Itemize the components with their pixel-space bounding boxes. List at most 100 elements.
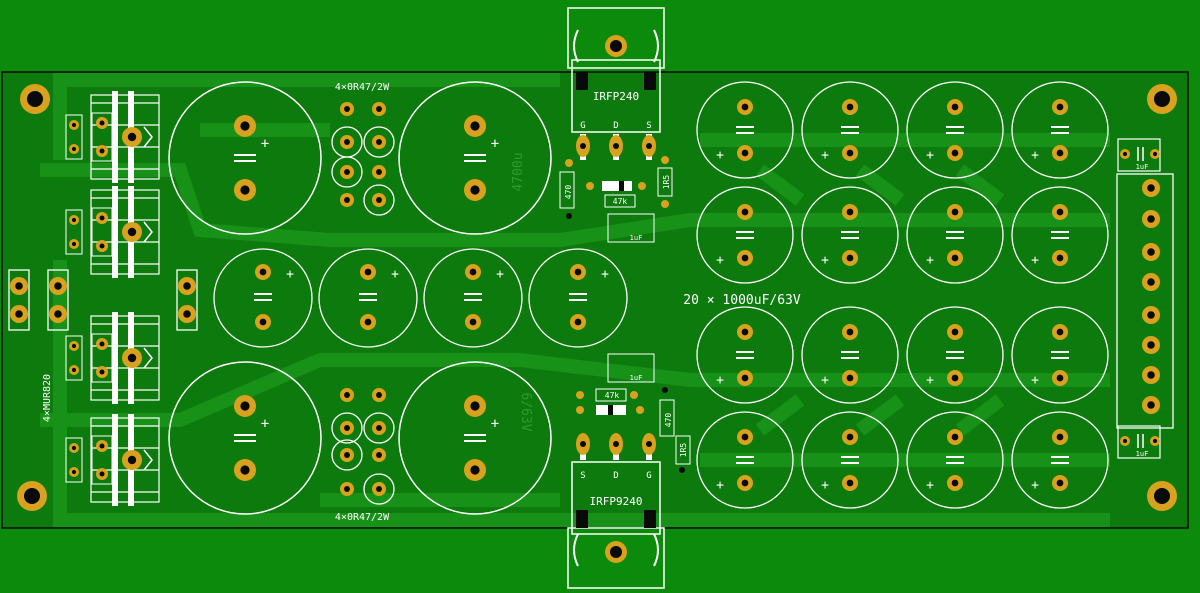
polarity-mark: + bbox=[261, 136, 269, 152]
filter-capacitor: + bbox=[398, 361, 552, 515]
bank-capacitor: + bbox=[801, 186, 899, 284]
bank-capacitor: + bbox=[801, 81, 899, 179]
power-resistor bbox=[340, 388, 386, 402]
bank-capacitor: + bbox=[1011, 411, 1109, 509]
mounting-hole bbox=[20, 84, 50, 114]
bank-capacitor: + bbox=[1011, 81, 1109, 179]
bypass-capacitor: 1uF bbox=[1117, 138, 1161, 172]
polarity-mark: + bbox=[491, 416, 499, 432]
filter-capacitor: + bbox=[398, 81, 552, 235]
polarity-mark: + bbox=[1031, 373, 1039, 388]
diode-with-heatsink bbox=[65, 186, 160, 278]
power-resistor bbox=[331, 156, 386, 188]
electrolytic-capacitor: + bbox=[213, 248, 313, 348]
polarity-mark: + bbox=[821, 253, 829, 268]
label-r1r5-bottom: 1R5 bbox=[679, 443, 688, 458]
bank-capacitor: + bbox=[696, 186, 794, 284]
bank-capacitor: + bbox=[696, 306, 794, 404]
bypass-capacitor-value: 1uF bbox=[1136, 450, 1149, 458]
board-outline bbox=[1, 71, 1189, 529]
label-c1uf-top: 1uF bbox=[630, 234, 643, 242]
diode-with-heatsink bbox=[65, 312, 160, 404]
diode-with-heatsink bbox=[65, 414, 160, 506]
polarity-mark: + bbox=[601, 267, 609, 282]
polarity-mark: + bbox=[286, 267, 294, 282]
bank-capacitor: + bbox=[696, 81, 794, 179]
electrolytic-capacitor: + bbox=[528, 248, 628, 348]
label-r470-bottom: 470 bbox=[664, 413, 673, 428]
big-filter-capacitors: + + + + bbox=[168, 81, 552, 515]
bypass-capacitor-value: 1uF bbox=[1136, 163, 1149, 171]
transistor-irfp9240 bbox=[567, 433, 665, 589]
label-resistors-top: 4×0R47/2W bbox=[335, 82, 390, 93]
label-r47k-top: 47k bbox=[613, 197, 628, 206]
power-resistor bbox=[340, 184, 395, 216]
bank-capacitor: + bbox=[906, 81, 1004, 179]
label-r47k-bottom: 47k bbox=[605, 391, 620, 400]
bank-capacitor: + bbox=[1011, 306, 1109, 404]
output-terminal-block: 1uF 1uF bbox=[1116, 138, 1174, 459]
power-resistor bbox=[340, 102, 386, 116]
polarity-mark: + bbox=[496, 267, 504, 282]
polarity-mark: + bbox=[926, 478, 934, 493]
bank-capacitor: + bbox=[801, 306, 899, 404]
polarity-mark: + bbox=[926, 373, 934, 388]
label-r1r5-top: 1R5 bbox=[662, 175, 671, 190]
polarity-mark: + bbox=[1031, 478, 1039, 493]
polarity-mark: + bbox=[716, 373, 724, 388]
mounting-hole bbox=[1147, 84, 1177, 114]
label-big-cap-bottom: 6/63V bbox=[518, 392, 533, 431]
power-resistor bbox=[331, 439, 386, 471]
connector-block bbox=[8, 269, 30, 331]
bank-capacitor: + bbox=[801, 411, 899, 509]
diode-with-heatsink bbox=[65, 91, 160, 183]
polarity-mark: + bbox=[926, 253, 934, 268]
label-irfp240: IRFP240 bbox=[593, 90, 639, 103]
bank-capacitor: + bbox=[696, 411, 794, 509]
bypass-capacitor: 1uF bbox=[1117, 425, 1161, 459]
connector-block bbox=[176, 269, 198, 331]
input-connectors bbox=[8, 269, 198, 331]
polarity-mark: + bbox=[1031, 253, 1039, 268]
bank-capacitor: + bbox=[906, 186, 1004, 284]
capacitor-bank: + + + + + + + + + + + + + + + + bbox=[696, 81, 1109, 509]
polarity-mark: + bbox=[821, 478, 829, 493]
polarity-mark: + bbox=[391, 267, 399, 282]
resistor-array bbox=[331, 102, 395, 505]
pin-g-bottom: G bbox=[646, 471, 651, 481]
polarity-mark: + bbox=[926, 148, 934, 163]
polarity-mark: + bbox=[716, 478, 724, 493]
bank-capacitor: + bbox=[1011, 186, 1109, 284]
filter-capacitor: + bbox=[168, 81, 322, 235]
polarity-mark: + bbox=[821, 148, 829, 163]
connector-block bbox=[47, 269, 69, 331]
power-resistor bbox=[340, 473, 395, 505]
diode-array bbox=[65, 91, 160, 506]
power-resistor bbox=[331, 412, 395, 444]
transistor-irfp240 bbox=[567, 7, 665, 160]
label-diodes: 4×MUR820 bbox=[42, 374, 53, 422]
mounting-holes bbox=[17, 84, 1177, 511]
filter-capacitor: + bbox=[168, 361, 322, 515]
medium-capacitors: + + + + bbox=[213, 248, 628, 348]
electrolytic-capacitor: + bbox=[423, 248, 523, 348]
power-resistor bbox=[331, 126, 395, 158]
label-irfp9240: IRFP9240 bbox=[590, 495, 643, 508]
mounting-hole bbox=[17, 481, 47, 511]
terminal-housing bbox=[1116, 173, 1174, 429]
mounting-hole bbox=[1147, 481, 1177, 511]
label-resistors-bottom: 4×0R47/2W bbox=[335, 512, 390, 523]
polarity-mark: + bbox=[716, 148, 724, 163]
polarity-mark: + bbox=[716, 253, 724, 268]
electrolytic-capacitor: + bbox=[318, 248, 418, 348]
label-r470-top: 470 bbox=[564, 185, 573, 200]
driver-components-top bbox=[559, 156, 673, 243]
bank-capacitor: + bbox=[906, 411, 1004, 509]
pin-s-top: S bbox=[646, 121, 651, 131]
label-c1uf-bottom: 1uF bbox=[630, 374, 643, 382]
pin-s-bottom: S bbox=[580, 471, 585, 481]
polarity-mark: + bbox=[261, 416, 269, 432]
label-capacitor-bank: 20 × 1000uF/63V bbox=[683, 293, 801, 308]
polarity-mark: + bbox=[1031, 148, 1039, 163]
